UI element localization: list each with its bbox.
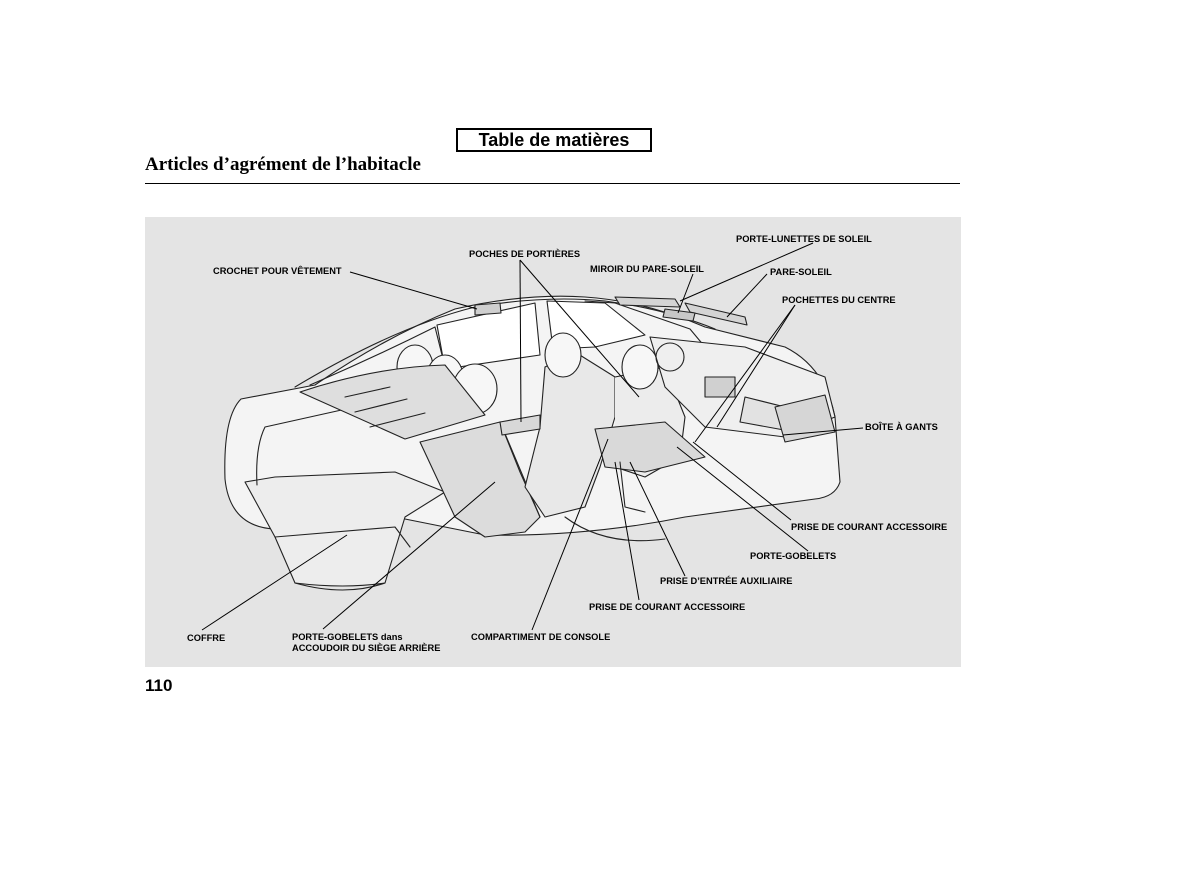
callout-coat-hook: CROCHET POUR VÊTEMENT xyxy=(213,266,342,276)
callout-rear-armrest-cup-holders-line1: PORTE-GOBELETS dans xyxy=(292,632,403,642)
interior-diagram: CROCHET POUR VÊTEMENT POCHES DE PORTIÈRE… xyxy=(145,217,961,667)
callout-glove-box: BOÎTE À GANTS xyxy=(865,422,938,432)
callout-rear-armrest-cup-holders-line2: ACCOUDOIR DU SIÈGE ARRIÈRE xyxy=(292,643,441,653)
callout-vanity-mirror: MIROIR DU PARE-SOLEIL xyxy=(590,264,704,274)
callout-sun-visor: PARE-SOLEIL xyxy=(770,267,832,277)
table-of-contents-button[interactable]: Table de matières xyxy=(456,128,652,152)
car-interior-illustration xyxy=(201,242,864,631)
callout-console-compartment: COMPARTIMENT DE CONSOLE xyxy=(471,632,611,642)
callout-aux-input: PRISE D’ENTRÉE AUXILIAIRE xyxy=(660,576,793,586)
callout-power-outlet-front: PRISE DE COURANT ACCESSOIRE xyxy=(791,522,948,532)
page-title: Articles d’agrément de l’habitacle xyxy=(145,154,421,175)
callout-power-outlet-console: PRISE DE COURANT ACCESSOIRE xyxy=(589,602,746,612)
page-number: 110 xyxy=(145,676,173,695)
callout-center-pockets: POCHETTES DU CENTRE xyxy=(782,295,896,305)
callout-sunglass-holder: PORTE-LUNETTES DE SOLEIL xyxy=(736,234,872,244)
callout-trunk: COFFRE xyxy=(187,633,226,643)
title-divider xyxy=(145,183,960,184)
callout-door-pockets: POCHES DE PORTIÈRES xyxy=(469,249,581,259)
callout-cup-holders: PORTE-GOBELETS xyxy=(750,551,837,561)
